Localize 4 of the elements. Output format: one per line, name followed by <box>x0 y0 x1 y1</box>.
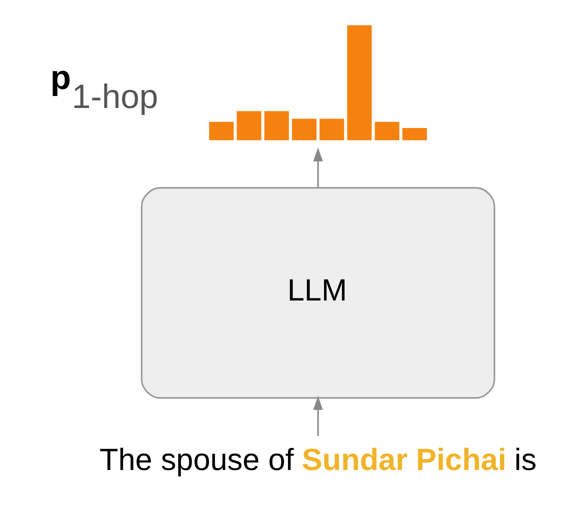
arrow <box>312 148 322 188</box>
arrow <box>312 396 322 436</box>
node-box: LLM <box>140 187 495 399</box>
node-text: The spouse of Sundar Pichai is <box>98 443 536 478</box>
